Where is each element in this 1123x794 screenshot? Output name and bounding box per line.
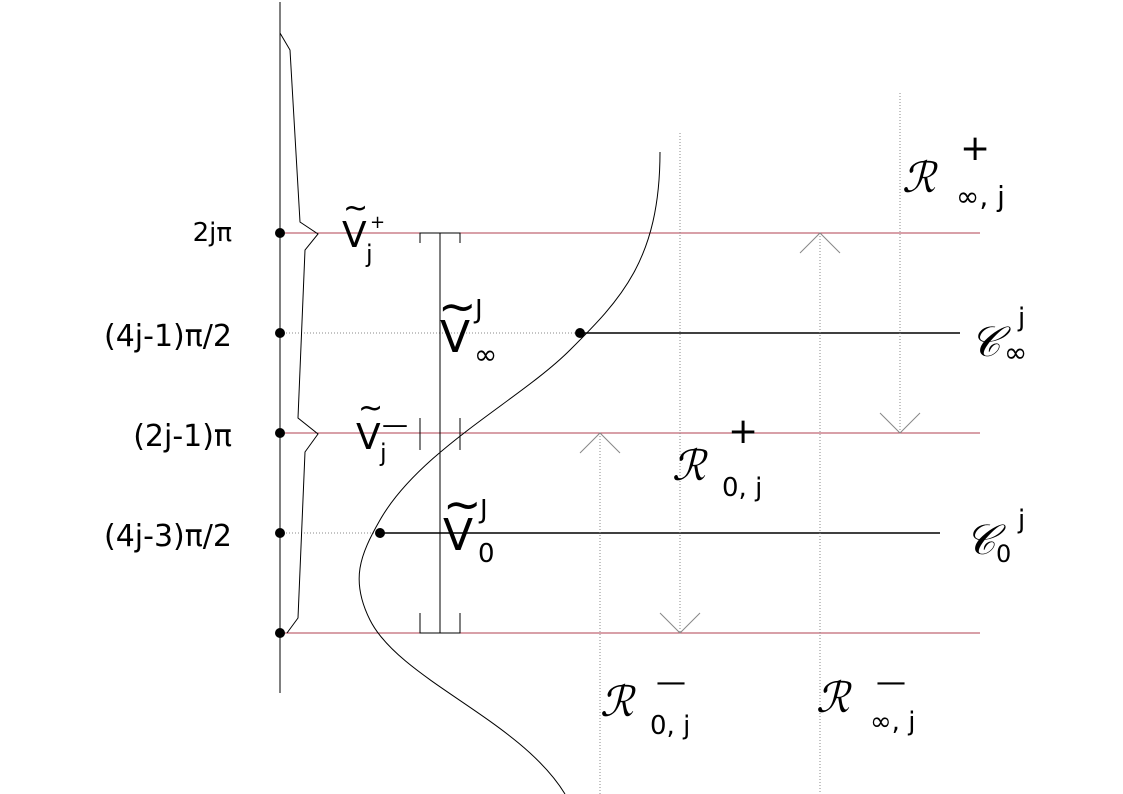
- label-2j-1: (2j-1)π: [133, 419, 232, 454]
- v-tilde-zero-tilde: ~: [443, 477, 482, 531]
- c-zero-sub: 0: [996, 540, 1011, 568]
- c-inf-label: 𝒞 j ∞: [970, 303, 1027, 369]
- v-tilde-j-minus: ~ V — j: [356, 391, 408, 467]
- r-inf-plus-base: ℛ: [902, 153, 938, 202]
- v-tilde-j-plus-tilde: ~: [343, 191, 368, 226]
- v-tilde-j-minus-tilde: ~: [358, 391, 383, 426]
- c-zero-label: 𝒞 j 0: [965, 505, 1025, 568]
- c-inf-sup: j: [1017, 303, 1025, 333]
- v-tilde-zero-sup: J: [478, 495, 488, 525]
- r-inf-minus-label: ℛ — ∞, j: [816, 665, 915, 737]
- dot-4j-1: [275, 328, 285, 338]
- arrow-r-zero-minus-head: [579, 432, 621, 454]
- zigzag-profile: [279, 32, 319, 634]
- r-inf-minus-base: ℛ: [816, 673, 852, 722]
- arrow-r-zero-plus-head: [659, 612, 701, 634]
- r-zero-plus-base: ℛ: [672, 441, 708, 490]
- r-zero-plus-sup: +: [728, 411, 758, 452]
- v-tilde-inf-tilde: ~: [438, 279, 477, 333]
- v-tilde-inf-base: V: [440, 312, 470, 363]
- bracket-bottom: [419, 613, 461, 634]
- c-inf-sub: ∞: [1004, 336, 1027, 369]
- dot-c-zero-start: [375, 528, 385, 538]
- r-zero-plus-label: ℛ + 0, j: [672, 411, 762, 503]
- r-zero-minus-sub: 0, j: [650, 711, 690, 741]
- v-tilde-j-minus-base: V: [356, 417, 381, 458]
- v-tilde-inf-sup: J: [473, 295, 483, 325]
- label-2jpi: 2jπ: [193, 218, 232, 248]
- dot-c-inf-start: [575, 328, 585, 338]
- v-tilde-j-minus-sub: j: [379, 439, 387, 467]
- bracket-top: [419, 232, 461, 243]
- r-inf-plus-label: ℛ + ∞, j: [902, 128, 1005, 213]
- dot-2j-1: [275, 428, 285, 438]
- v-tilde-zero-base: V: [443, 510, 473, 561]
- dot-2jpi: [275, 228, 285, 238]
- r-inf-minus-sub: ∞, j: [870, 707, 915, 737]
- v-tilde-zero: ~ V J 0: [443, 477, 495, 569]
- r-zero-plus-sub: 0, j: [722, 473, 762, 503]
- r-zero-minus-label: ℛ — 0, j: [600, 665, 690, 741]
- v-tilde-j-plus-sup: +: [370, 212, 385, 233]
- v-tilde-j-plus-base: V: [342, 215, 367, 256]
- dot-bottom: [275, 628, 285, 638]
- v-tilde-j-minus-sup: —: [382, 410, 408, 440]
- v-tilde-j-plus-sub: j: [365, 240, 373, 268]
- arrow-r-inf-minus-head: [799, 232, 841, 254]
- sigmoid-curve: [358, 151, 661, 794]
- r-inf-plus-sup: +: [960, 128, 990, 169]
- v-tilde-inf: ~ V J ∞: [438, 279, 497, 371]
- v-tilde-j-plus: ~ V + j: [342, 191, 385, 268]
- arrow-r-inf-plus-head: [879, 412, 921, 434]
- v-tilde-inf-sub: ∞: [474, 338, 497, 371]
- label-4j-1: (4j-1)π/2: [104, 319, 232, 354]
- dot-4j-3: [275, 528, 285, 538]
- r-inf-plus-sub: ∞, j: [956, 180, 1005, 213]
- label-4j-3: (4j-3)π/2: [104, 519, 232, 554]
- c-zero-sup: j: [1017, 505, 1025, 535]
- r-inf-minus-sup: —: [876, 665, 906, 700]
- r-zero-minus-sup: —: [656, 665, 686, 700]
- r-zero-minus-base: ℛ: [600, 677, 636, 726]
- v-tilde-zero-sub: 0: [478, 539, 495, 569]
